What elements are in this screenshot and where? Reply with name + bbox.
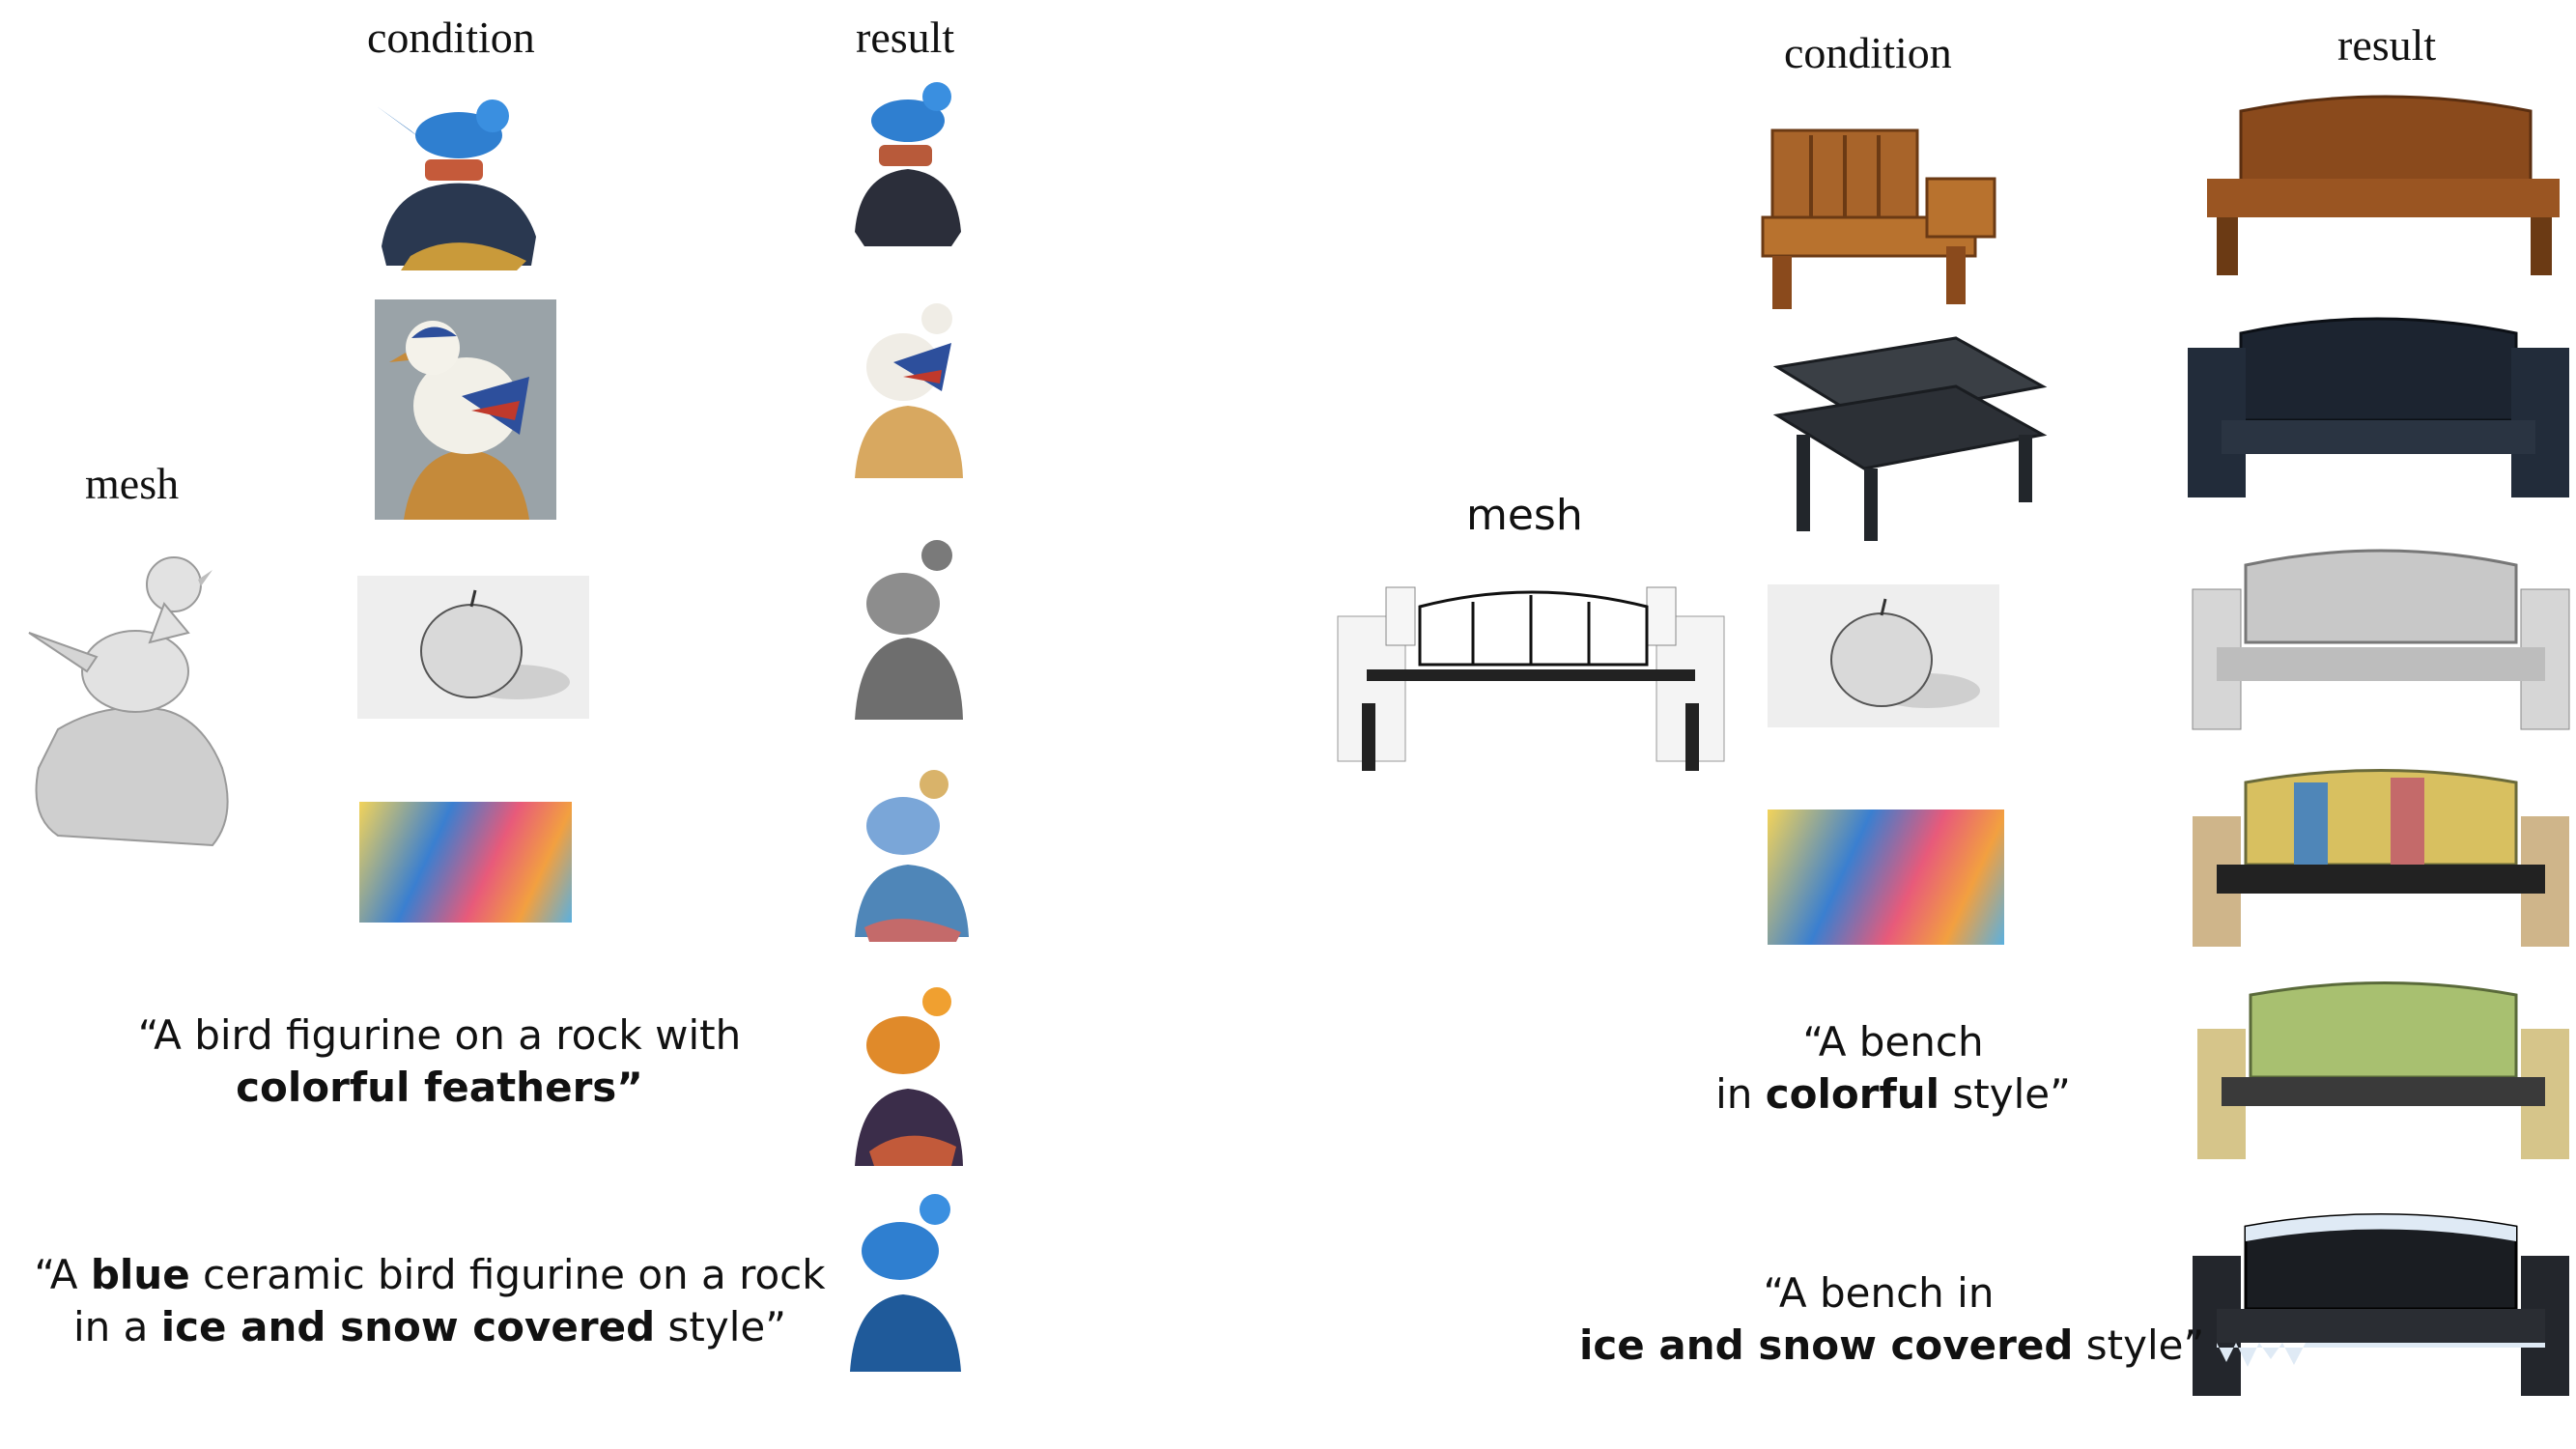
condition-apple-sketch-image-right [1768,584,1999,727]
result-gray-bench-render [2188,536,2574,734]
result-watercolor-bird-render [845,763,976,947]
right-prompt-ice-snow: “A bench in ice and snow covered style” [1579,1269,2205,1369]
condition-ceramic-bird-photo [375,299,556,520]
result-dark-bench-render [2183,304,2574,502]
condition-apple-sketch-image [357,576,589,719]
result-wooden-bench-render [2202,82,2564,275]
result-ice-snow-bird-render [840,1188,971,1381]
condition-wooden-armchair-image [1753,101,2004,309]
condition-watercolor-image [359,802,572,923]
right-condition-header: condition [1784,28,1952,77]
bench-mesh-image [1328,578,1734,771]
bird-mesh-image [19,526,241,855]
right-result-header: result [2337,20,2437,70]
left-prompt-ice-snow: “A blue ceramic bird figurine on a rock … [34,1251,826,1350]
left-mesh-header: mesh [85,459,180,508]
right-mesh-header: mesh [1466,491,1583,540]
result-watercolor-bench-render [2188,758,2574,952]
left-result-header: result [856,13,955,62]
result-blue-bird-render [845,68,971,246]
condition-blue-bird-image [372,82,546,270]
result-colorful-bench-render [2193,971,2574,1164]
condition-watercolor-image-right [1768,810,2004,945]
condition-dark-bench-image [1763,328,2052,541]
result-colorful-feathers-bird-render [845,978,971,1176]
left-condition-header: condition [367,13,535,62]
result-gray-bird-render [845,526,971,729]
left-prompt-colorful-feathers: “A bird figurine on a rock with colorful… [137,1011,742,1111]
result-ceramic-bird-render [845,295,971,488]
result-ice-snow-bench-render [2188,1203,2574,1401]
right-prompt-colorful: “A bench in colorful style” [1715,1018,2071,1118]
